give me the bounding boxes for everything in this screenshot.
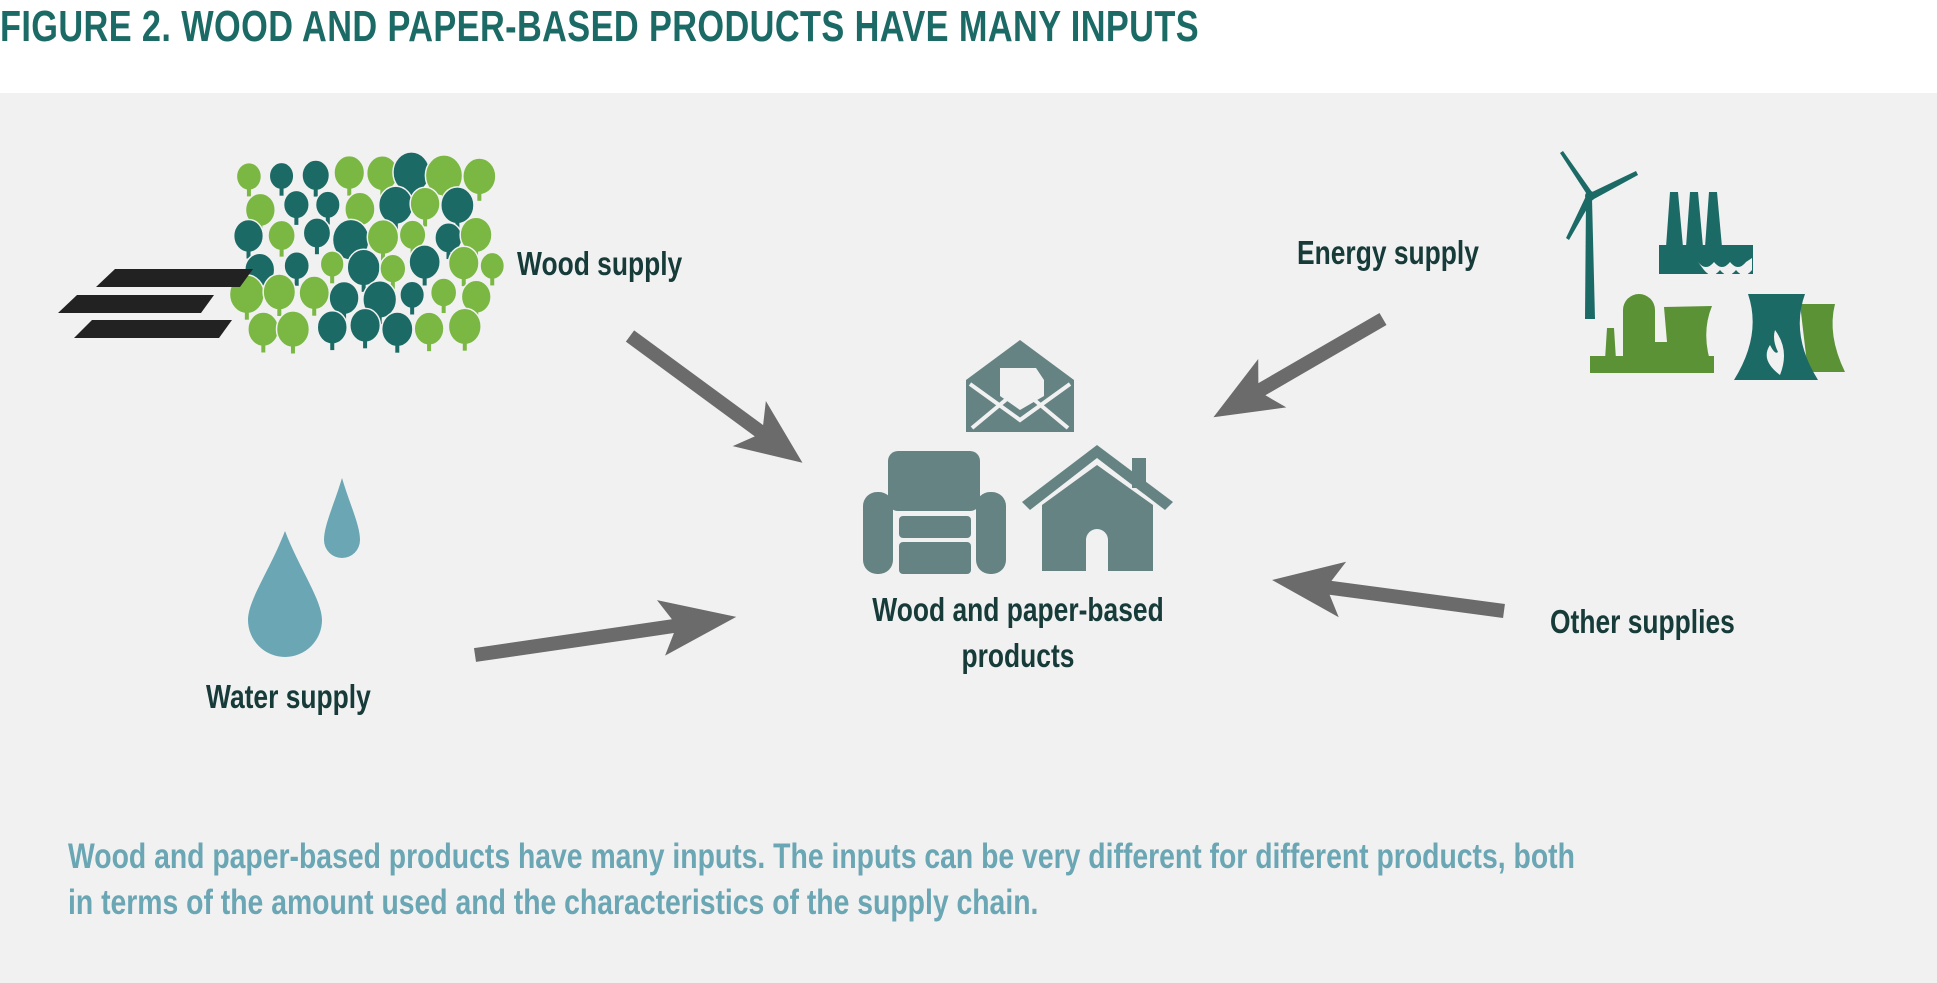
tree-icon — [267, 219, 296, 257]
tree-icon — [319, 250, 345, 284]
tree-icon — [349, 307, 382, 349]
tree-icon — [275, 310, 311, 354]
tree-icon — [333, 154, 366, 196]
tree-icon — [380, 311, 414, 353]
figure-title: FIGURE 2. WOOD AND PAPER-BASED PRODUCTS … — [0, 2, 1199, 51]
wind-turbine-icon — [1560, 151, 1638, 319]
tree-icon — [447, 307, 482, 351]
tree-icon — [479, 251, 506, 286]
wood-planks-icon — [58, 269, 253, 338]
tree-icon — [298, 275, 331, 316]
tree-icon — [268, 161, 295, 196]
tree-icon — [399, 280, 426, 315]
figure-caption: Wood and paper-based products have many … — [68, 834, 1575, 926]
wood-supply-label: Wood supply — [517, 245, 683, 282]
caption-line-1: Wood and paper-based products have many … — [68, 837, 1575, 876]
tree-icon — [344, 191, 376, 232]
arrow-wood-to-products — [625, 330, 803, 463]
products-label-line1: Wood and paper-based — [872, 591, 1164, 628]
tree-icon — [314, 190, 341, 225]
tree-icon — [301, 159, 331, 197]
arrow-energy-to-products — [1213, 312, 1387, 418]
forest-icon — [228, 151, 506, 354]
tree-icon — [235, 161, 263, 197]
products-label-line2: products — [961, 637, 1075, 674]
tree-icon — [262, 273, 297, 316]
house-icon — [1022, 445, 1173, 571]
tree-icon — [429, 277, 458, 314]
nuclear-plant-icon — [1590, 294, 1714, 373]
energy-supply-label: Energy supply — [1297, 234, 1479, 271]
tree-icon — [398, 219, 427, 256]
tree-icon — [408, 244, 441, 286]
tree-icon — [413, 311, 445, 352]
arrow-water-to-products — [473, 600, 737, 662]
tree-icon — [440, 186, 475, 230]
other-supplies-label: Other supplies — [1550, 603, 1735, 640]
tree-icon — [409, 186, 441, 227]
factory-icon — [1659, 192, 1753, 275]
tree-icon — [328, 280, 360, 321]
tree-icon — [447, 245, 480, 287]
tree-icon — [462, 157, 497, 201]
envelope-icon — [966, 340, 1074, 432]
tree-icon — [247, 311, 280, 353]
arrow-other-to-products — [1272, 561, 1505, 618]
tree-icon — [316, 310, 349, 351]
tree-icon — [283, 251, 311, 286]
arrows — [473, 312, 1505, 662]
tree-icon — [282, 189, 310, 225]
water-drops-icon — [248, 478, 360, 657]
armchair-icon — [863, 451, 1006, 574]
caption-line-2: in terms of the amount used and the char… — [68, 883, 1039, 922]
water-supply-label: Water supply — [206, 678, 371, 715]
tree-icon — [366, 218, 400, 261]
tree-icon — [379, 253, 407, 289]
tree-icon — [302, 217, 332, 255]
tree-icon — [232, 218, 265, 259]
cooling-tower-icon — [1734, 294, 1845, 380]
